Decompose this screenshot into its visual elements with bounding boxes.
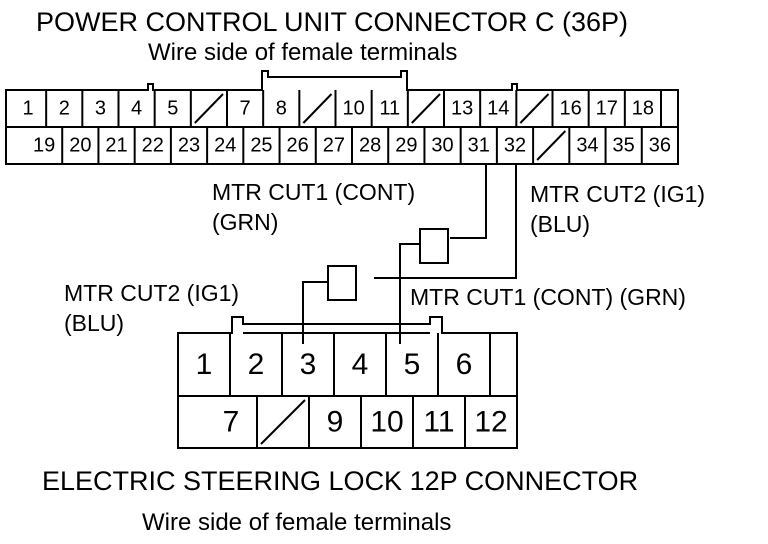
top-row1-pin: 14 bbox=[487, 98, 509, 120]
wire-mtr-cut2-top bbox=[374, 164, 517, 279]
bottom-row2-pin: 10 bbox=[370, 406, 403, 439]
top-row2-pin: 36 bbox=[649, 135, 671, 157]
top-connector-housing bbox=[5, 70, 679, 165]
top-row1-empty-slot bbox=[519, 93, 550, 124]
top-row2-pin: 24 bbox=[214, 135, 236, 157]
bottom-row1-pin: 5 bbox=[404, 348, 421, 381]
bottom-connector-row1: 1 2 3 4 5 6 bbox=[196, 333, 491, 396]
bottom-row1-pin: 2 bbox=[248, 348, 265, 381]
top-row1-pin: 18 bbox=[632, 98, 654, 120]
top-row1-pin: 2 bbox=[59, 98, 70, 120]
top-row2-empty-slot bbox=[536, 130, 567, 161]
top-row2-pin: 26 bbox=[287, 135, 309, 157]
top-row2-pin: 23 bbox=[178, 135, 200, 157]
top-row1-empty-slot bbox=[302, 93, 333, 124]
wire-mtr-cut1-bottom bbox=[399, 243, 420, 344]
top-row1-empty-slot bbox=[194, 93, 224, 124]
top-row1-pin: 8 bbox=[276, 98, 287, 120]
top-row1-pin: 17 bbox=[596, 98, 618, 120]
top-row1-pin: 3 bbox=[95, 98, 106, 120]
label-mtr-cut2-top-color: (BLU) bbox=[530, 211, 590, 237]
bottom-connector-title: ELECTRIC STEERING LOCK 12P CONNECTOR bbox=[42, 466, 638, 496]
top-row2-pin: 25 bbox=[250, 135, 272, 157]
top-connector-subtitle: Wire side of female terminals bbox=[148, 39, 457, 66]
top-row1-pin: 11 bbox=[379, 98, 400, 120]
top-row1-pin: 13 bbox=[451, 98, 473, 120]
top-row2-pin: 21 bbox=[105, 135, 127, 157]
bottom-row1-pin: 3 bbox=[300, 348, 317, 381]
label-mtr-cut1-top-color: (GRN) bbox=[212, 209, 278, 235]
top-row1-pin: 5 bbox=[167, 98, 178, 120]
label-mtr-cut2-top: MTR CUT2 (IG1) bbox=[530, 181, 705, 207]
mating-block-lower bbox=[327, 265, 357, 301]
top-row1-empty-slot bbox=[411, 93, 441, 124]
bottom-row2-pin: 9 bbox=[327, 406, 344, 439]
top-row2-pin: 30 bbox=[431, 135, 453, 157]
wire-mtr-cut2-bottom bbox=[302, 281, 328, 344]
bottom-row1-pin: 6 bbox=[456, 348, 473, 381]
label-mtr-cut1-bottom: MTR CUT1 (CONT) (GRN) bbox=[410, 284, 686, 310]
top-row1-pin: 16 bbox=[559, 98, 581, 120]
top-connector-row1: 1 2 3 4 5 7 8 10 11 13 14 16 17 18 bbox=[23, 90, 662, 127]
top-row2-pin: 22 bbox=[142, 135, 164, 157]
bottom-connector-row2: 7 9 10 11 12 bbox=[223, 396, 518, 448]
top-row2-pin: 32 bbox=[504, 135, 526, 157]
bottom-row1-pin: 1 bbox=[196, 348, 213, 381]
top-row2-pin: 20 bbox=[69, 135, 91, 157]
bottom-connector-subtitle: Wire side of female terminals bbox=[142, 509, 451, 536]
label-mtr-cut2-bottom: MTR CUT2 (IG1) bbox=[64, 280, 239, 306]
top-row2-pin: 35 bbox=[613, 135, 635, 157]
mating-block-upper bbox=[419, 228, 449, 264]
bottom-row2-pin: 7 bbox=[223, 406, 240, 439]
top-row2-pin: 29 bbox=[395, 135, 417, 157]
top-row1-pin: 10 bbox=[342, 98, 364, 120]
top-row2-pin: 19 bbox=[33, 135, 55, 157]
top-row1-pin: 1 bbox=[23, 98, 34, 120]
top-row2-pin: 31 bbox=[468, 135, 490, 157]
bottom-row2-pin: 12 bbox=[474, 406, 507, 439]
bottom-row2-empty-slot bbox=[260, 399, 306, 445]
top-row2-pin: 27 bbox=[323, 135, 345, 157]
top-row1-pin: 7 bbox=[240, 98, 251, 120]
label-mtr-cut1-top: MTR CUT1 (CONT) bbox=[212, 179, 415, 205]
label-mtr-cut2-bottom-color: (BLU) bbox=[64, 310, 124, 336]
bottom-row1-pin: 4 bbox=[352, 348, 369, 381]
top-row1-pin: 4 bbox=[131, 98, 142, 120]
top-connector-title: POWER CONTROL UNIT CONNECTOR C (36P) bbox=[36, 7, 628, 37]
top-connector-row2: 19 20 21 22 23 24 25 26 27 28 29 30 31 32 34 35 36 bbox=[33, 127, 679, 164]
bottom-connector-housing bbox=[177, 316, 518, 449]
wire-mtr-cut1-top bbox=[450, 164, 487, 239]
top-row2-pin: 34 bbox=[576, 135, 598, 157]
bottom-row2-pin: 11 bbox=[423, 406, 454, 439]
top-row2-pin: 28 bbox=[359, 135, 381, 157]
